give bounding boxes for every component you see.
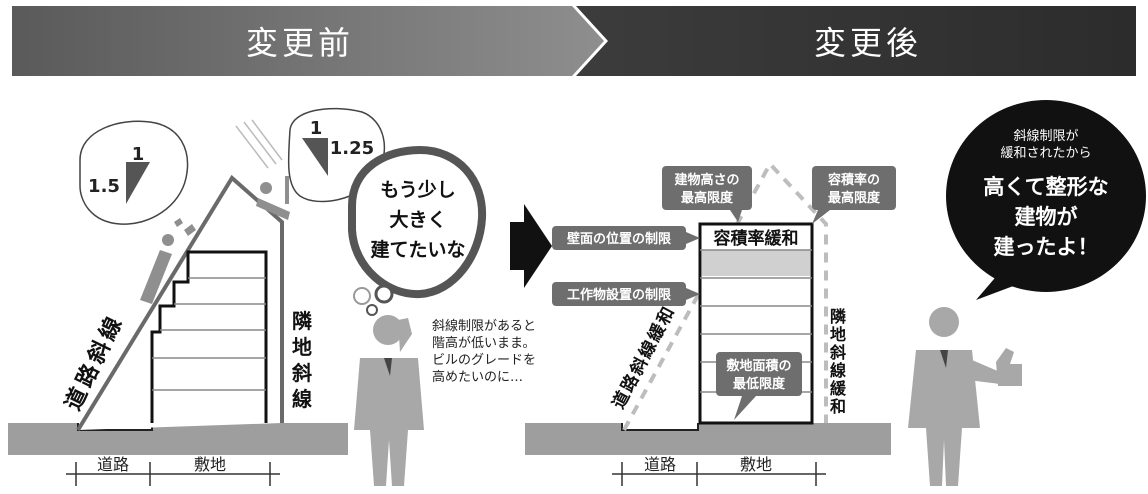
far-relaxation-band — [702, 250, 810, 276]
neighbor-slope-char-1: 隣 — [292, 309, 312, 333]
speech-bubble: 斜線制限が 緩和されたから 高くて整形な 建物が 建ったよ！ — [946, 100, 1146, 300]
ratio-right-bottom: 1.25 — [330, 138, 374, 159]
tag-wall-position: 壁面の位置の制限 — [552, 226, 700, 250]
tag-site-area-line-2: 最低限度 — [733, 376, 786, 392]
road-label-before: 道路 — [97, 455, 129, 474]
thought-line-2: 大きく — [389, 208, 446, 231]
neighbor-relax-char-6: 和 — [830, 397, 846, 416]
ground-before — [8, 423, 348, 455]
tag-structure-limit: 工作物設置の制限 — [552, 282, 700, 306]
before-caption-line-1: 斜線制限があると — [432, 318, 536, 334]
neighbor-relax-char-1: 隣 — [830, 307, 846, 326]
falling-figure-icon — [256, 176, 290, 220]
neighbor-slope-char-3: 斜 — [291, 361, 312, 385]
ratio-left-top: 1 — [132, 144, 145, 165]
neighbor-relax-char-4: 線 — [830, 361, 846, 380]
tag-far-limit-line-1: 容積率の — [827, 172, 880, 188]
thumbs-up-businessman-icon — [908, 307, 1022, 486]
motion-lines-icon — [235, 119, 283, 169]
header-before-label: 変更前 — [246, 24, 354, 62]
ratio-triangle-left-icon — [126, 162, 150, 204]
thought-bubble: もう少し 大きく 建てたいな — [348, 145, 487, 316]
neighbor-slope-relax-label: 隣 地 斜 線 緩 和 — [829, 307, 847, 416]
speech-small-line-2: 緩和されたから — [1000, 146, 1091, 161]
relaxed-envelope-dashed — [622, 160, 828, 431]
site-label-before: 敷地 — [194, 455, 226, 474]
road-label-after: 道路 — [644, 455, 676, 474]
ratio-right-top: 1 — [310, 118, 323, 139]
speech-small-line-1: 斜線制限が — [1013, 128, 1078, 144]
before-caption-line-3: ビルのグレードを — [432, 353, 536, 368]
ratio-triangle-right-icon — [302, 138, 328, 176]
ratio-left-bottom: 1.5 — [88, 176, 120, 197]
neighbor-relax-char-2: 地 — [830, 325, 846, 344]
ground-dimension-before — [66, 462, 280, 486]
worried-businessman-icon — [353, 287, 424, 486]
transition-arrow-icon — [510, 204, 552, 288]
neighbor-slope-char-2: 地 — [292, 335, 312, 359]
building-floor-lines — [152, 277, 266, 391]
header-after-label: 変更後 — [814, 24, 922, 62]
tag-structure-limit-text: 工作物設置の制限 — [567, 287, 672, 303]
tag-height-limit-line-2: 最高限度 — [681, 190, 734, 206]
tag-site-area-line-1: 敷地面積の — [726, 358, 791, 374]
tag-height-limit-line-1: 建物高さの — [674, 172, 739, 188]
far-relaxation-label: 容積率緩和 — [714, 228, 799, 249]
site-pit-after — [621, 423, 699, 431]
climbing-figure-icon — [140, 218, 196, 304]
ratio-bubble-left — [79, 120, 189, 225]
tag-wall-position-text: 壁面の位置の制限 — [567, 231, 672, 247]
ground-after — [525, 423, 891, 455]
ground-dimension-after — [612, 462, 826, 486]
neighbor-relax-char-5: 緩 — [830, 379, 847, 398]
header-before-bg — [12, 6, 604, 76]
tag-far-limit-line-2: 最高限度 — [828, 190, 881, 206]
before-panel: 1 1.5 1 1.25 道路斜線 隣 地 斜 線 道路 敷地 もう少し — [8, 107, 536, 486]
neighbor-slope-label: 隣 地 斜 線 — [291, 309, 312, 411]
tag-site-area-limit: 敷地面積の 最低限度 — [716, 352, 802, 420]
speech-big-line-1: 高くて整形な — [983, 175, 1108, 199]
site-label-after: 敷地 — [740, 455, 772, 474]
before-caption-line-4: 高めたいのに… — [432, 369, 523, 385]
thought-line-1: もう少し — [380, 179, 455, 201]
speech-big-line-3: 建ったよ！ — [994, 235, 1099, 259]
tag-height-limit: 建物高さの 最高限度 — [662, 166, 752, 222]
speech-big-line-2: 建物が — [1015, 205, 1078, 229]
header-banner: 変更前 変更後 — [12, 6, 1136, 76]
after-panel: 容積率緩和 建物高さの 最高限度 容積率の 最高限度 壁面の位置の制限 工作物設… — [525, 100, 1146, 486]
neighbor-relax-char-3: 斜 — [829, 343, 846, 362]
tag-far-limit: 容積率の 最高限度 — [812, 166, 896, 224]
thought-line-3: 建てたいな — [370, 238, 465, 261]
stepped-building — [150, 250, 268, 423]
header-after-bg — [576, 6, 1136, 76]
before-caption-line-2: 階高が低いまま。 — [432, 335, 535, 351]
neighbor-slope-char-4: 線 — [292, 387, 312, 411]
